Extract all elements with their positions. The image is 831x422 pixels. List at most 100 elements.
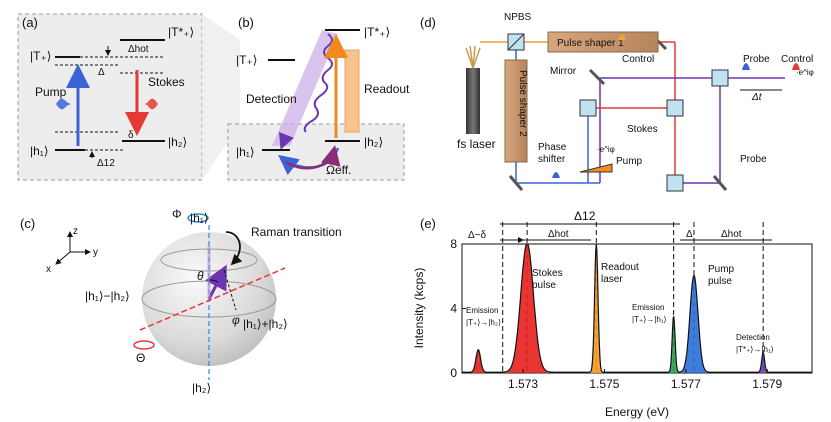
label-theta-cap: Θ — [136, 351, 145, 365]
label-phase-factor-out: ·e^iφ — [796, 68, 814, 77]
pulse-shaper-2 — [504, 59, 528, 163]
axis-y-label: y — [93, 247, 98, 258]
b-label-t-plus: |T₊⟩ — [236, 53, 257, 67]
x-tick-label: 1.579 — [752, 377, 782, 391]
label-fs-laser: fs laser — [457, 137, 496, 151]
panel-c: (c) z y x θ φ Raman transition Φ |h₁⟩ |h… — [20, 207, 342, 395]
label-stokes-pulse-1: Stokes — [532, 268, 563, 279]
label-e-delta: Δ — [686, 229, 693, 240]
label-readout-laser-2: laser — [601, 274, 623, 285]
label-shaper1: Pulse shaper 1 — [557, 38, 624, 49]
laser-beam-fan — [465, 45, 481, 69]
label-delta-12: Δ12 — [97, 158, 115, 169]
label-stokes-pulse-2: pulse — [532, 280, 556, 291]
pulse-icon — [618, 34, 626, 40]
label-probe-top: Probe — [743, 54, 770, 65]
bs-out — [711, 69, 729, 87]
label-minus-state: |h₁⟩−|h₂⟩ — [85, 289, 130, 303]
label-emission-mid-2: |T₊⟩→|h₁⟩ — [632, 315, 667, 324]
y-axis-label: Intensity (kcps) — [412, 268, 426, 349]
panel-e: (e) 0 4 8 1.573 1.575 1.577 1.579 Intensity (… — [412, 209, 813, 419]
peaks — [468, 244, 770, 373]
label-t-star-plus: |T*₊⟩ — [168, 25, 194, 39]
label-mirror: Mirror — [550, 66, 577, 77]
label-theta: θ — [197, 269, 204, 283]
label-delta-t: Δt — [751, 92, 763, 103]
label-pump-pulse-1: Pump — [708, 264, 735, 275]
label-t-plus: |T₊⟩ — [30, 49, 51, 63]
stokes-pulse-icon — [144, 98, 158, 110]
label-delta: Δ — [98, 67, 105, 78]
panel-b-label: (b) — [238, 15, 254, 30]
bs-left — [579, 99, 597, 117]
label-probe-d: Probe — [740, 154, 767, 165]
y-tick-label: 0 — [450, 366, 457, 380]
label-plus-state: |h₁⟩+|h₂⟩ — [243, 317, 288, 331]
label-detection-2: |T*₊⟩→|h₁⟩ — [736, 345, 774, 354]
label-pump-d: Pump — [616, 156, 643, 167]
label-readout-laser-1: Readout — [601, 262, 639, 273]
label-phase-shifter-1: Phase — [538, 142, 567, 153]
label-control-out: Control — [781, 54, 813, 65]
label-south: |h₂⟩ — [192, 381, 211, 395]
label-detection-1: Detection — [736, 333, 770, 342]
state-vector — [205, 264, 227, 300]
label-raman: Raman transition — [251, 225, 342, 239]
b-label-h2: |h₂⟩ — [364, 135, 383, 149]
panel-c-label: (c) — [20, 216, 35, 231]
spectrum-trace — [462, 243, 812, 373]
y-ticks: 0 4 8 — [450, 237, 466, 380]
x-tick-label: 1.573 — [508, 377, 538, 391]
label-h2: |h₂⟩ — [168, 135, 187, 149]
panel-b-box — [227, 123, 405, 181]
label-e-delta12: Δ12 — [574, 209, 596, 223]
label-phi: φ — [232, 313, 240, 327]
label-phi-cap: Φ — [172, 207, 182, 221]
x-axis-label: Energy (eV) — [605, 405, 669, 419]
label-north: |h₁⟩ — [190, 211, 209, 225]
peak — [588, 244, 604, 373]
axis-x — [55, 251, 71, 265]
panel-d: (d) fs laser NPBS Mirror Puls — [420, 12, 814, 192]
readout-band — [344, 49, 360, 133]
panel-a-box — [17, 13, 203, 181]
label-emission-left-2: |T₊⟩→|h₂⟩ — [466, 318, 501, 327]
pump-pulse-icon — [56, 98, 72, 110]
label-readout: Readout — [364, 82, 410, 96]
x-ticks: 1.573 1.575 1.577 1.579 — [508, 369, 783, 391]
label-phase-factor-mid: ·e^iφ — [597, 145, 615, 154]
label-stokes-d: Stokes — [627, 124, 658, 135]
label-omega: Ωeff. — [326, 163, 351, 177]
label-detection: Detection — [246, 92, 297, 106]
panel-a-label: (a) — [22, 15, 38, 30]
label-e-delta-hot-2: Δhot — [721, 229, 742, 240]
label-e-delta-hot-1: Δhot — [548, 229, 569, 240]
label-h1: |h₁⟩ — [30, 144, 49, 158]
peak — [468, 350, 489, 373]
detection-band — [272, 30, 338, 146]
b-label-t-star: |T*₊⟩ — [364, 25, 390, 39]
label-shaper2: Pulse shaper 2 — [517, 70, 528, 137]
y-tick-label: 4 — [450, 302, 457, 316]
axis-z-label: z — [73, 226, 78, 237]
panel-e-label: (e) — [420, 216, 436, 231]
mirror-bottom-right — [712, 175, 728, 191]
axis-x-label: x — [46, 264, 51, 275]
x-tick-label: 1.575 — [589, 377, 619, 391]
bs-bottom — [666, 174, 684, 192]
phase-shifter — [579, 163, 613, 173]
y-tick-label: 8 — [450, 237, 457, 251]
mirror-bottom-left — [508, 175, 524, 191]
pulse-icon — [552, 172, 560, 178]
label-pump: Pump — [35, 85, 67, 99]
zoom-wedge — [202, 14, 240, 180]
x-axis-line — [139, 267, 286, 331]
omega-arrow-purple — [285, 145, 341, 170]
peak — [667, 316, 680, 373]
panel-b: (b) |T₊⟩ |T*₊⟩ |h₁⟩ |h₂⟩ Detection Reado… — [227, 15, 410, 181]
x-tick-label: 1.577 — [671, 377, 701, 391]
b-label-h1: |h₁⟩ — [236, 145, 255, 159]
label-emission-left-1: Emission — [466, 306, 498, 315]
bs-mid — [666, 99, 684, 117]
mirror — [588, 68, 606, 86]
